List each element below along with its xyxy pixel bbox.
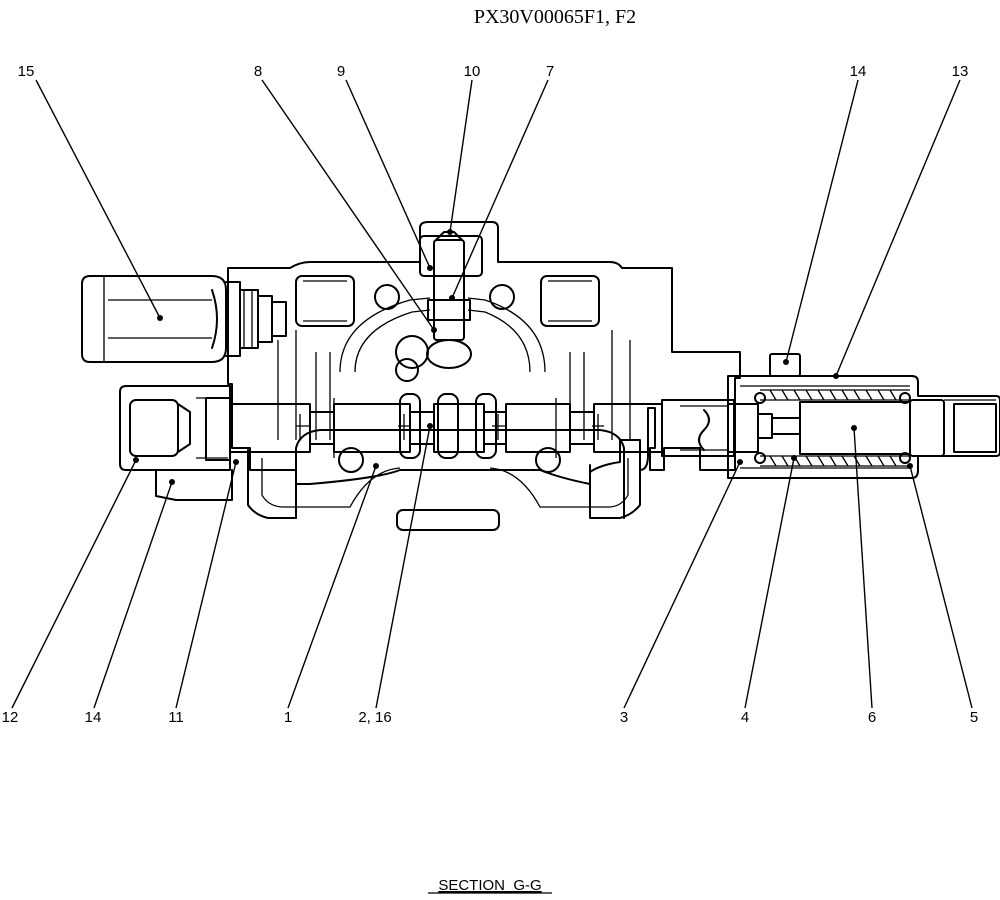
drawing-id-title: PX30V00065F1, F2 — [474, 6, 636, 28]
callout-11: 11 — [168, 709, 184, 726]
check-poppet — [426, 239, 472, 369]
callout-1: 1 — [284, 709, 292, 726]
solenoid-actuator — [81, 275, 287, 363]
callout-7: 7 — [546, 63, 554, 80]
main-spool — [229, 393, 663, 459]
callout-12: 12 — [2, 709, 19, 726]
callout-2-16: 2, 16 — [358, 709, 391, 726]
callout-13: 13 — [952, 63, 969, 80]
upper-port-right — [540, 275, 600, 327]
valve-body — [227, 221, 741, 531]
callout-5: 5 — [970, 709, 978, 726]
callout-8: 8 — [254, 63, 262, 80]
upper-port-left — [295, 275, 355, 327]
callout-10: 10 — [464, 63, 481, 80]
callout-14-top: 14 — [850, 63, 867, 80]
callout-14-bottom: 14 — [85, 709, 102, 726]
spring-cap — [727, 353, 1000, 479]
callout-15: 15 — [18, 63, 35, 80]
section-label: SECTION G-G — [438, 877, 541, 894]
callout-4: 4 — [741, 709, 749, 726]
leader-lines — [11, 79, 973, 709]
left-end-cap — [119, 385, 233, 501]
callout-6: 6 — [868, 709, 876, 726]
callout-9: 9 — [337, 63, 345, 80]
callout-3: 3 — [620, 709, 628, 726]
